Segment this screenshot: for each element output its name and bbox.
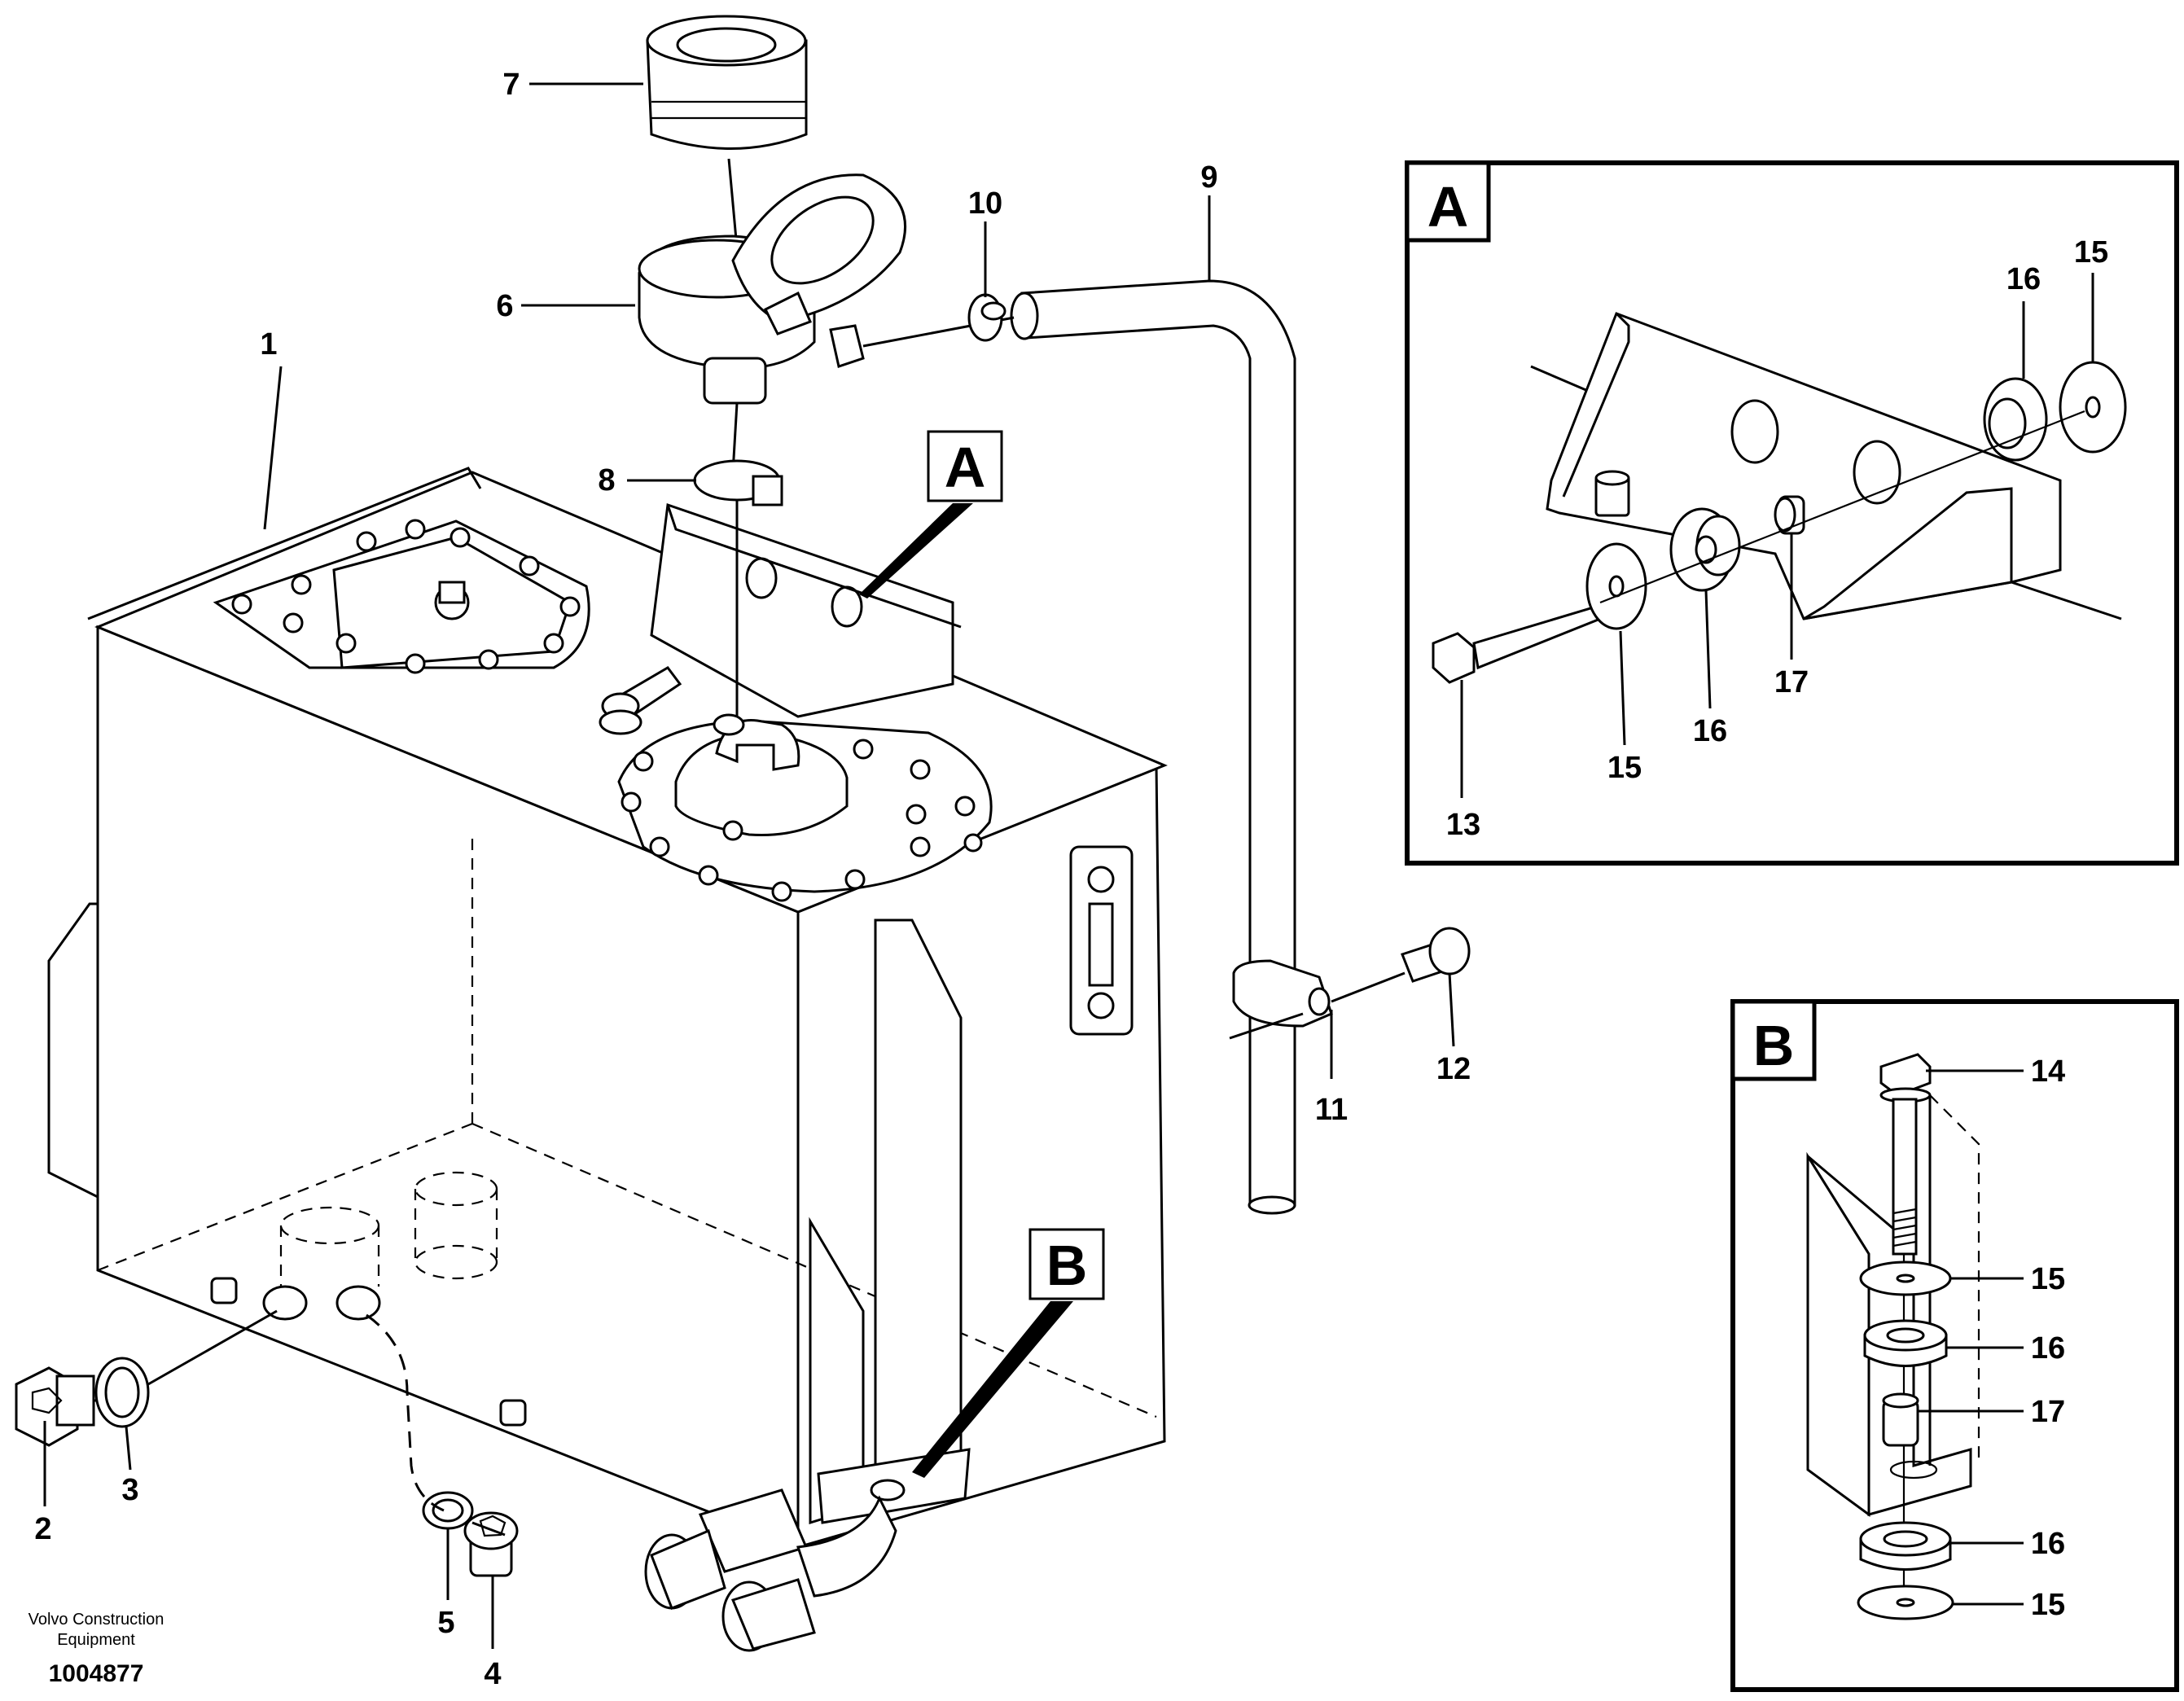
panel-a-callout-15-lower: 15	[1607, 751, 1642, 785]
panel-b-callout-17: 17	[2031, 1395, 2065, 1429]
callout-2: 2	[34, 1512, 51, 1546]
leader-lines	[43, 82, 1455, 1649]
detail-tag-a-main: A	[859, 430, 1003, 598]
panel-a-callout-17: 17	[1774, 665, 1809, 699]
panel-a-callout-13: 13	[1446, 808, 1480, 842]
panel-b-callout-14: 14	[2031, 1054, 2065, 1089]
panel-a-callout-15-upper: 15	[2074, 235, 2108, 270]
panel-b-callout-15-upper: 15	[2031, 1262, 2065, 1296]
detail-panel-b: B	[1730, 999, 2179, 1692]
hydraulic-tank	[47, 467, 1168, 1652]
seal-ring-3	[94, 1357, 150, 1428]
detail-panel-a: A	[1405, 160, 2179, 866]
callout-6: 6	[496, 289, 513, 323]
callout-3: 3	[121, 1473, 138, 1507]
callout-1: 1	[260, 327, 277, 362]
bolt-12	[1401, 927, 1471, 983]
callout-4: 4	[484, 1657, 501, 1691]
breather-hose	[1010, 279, 1296, 1215]
filler-neck	[638, 173, 907, 405]
cover-bolts-right	[621, 739, 976, 902]
panel-b-callout-15-lower: 15	[2031, 1588, 2065, 1622]
panel-a-tag: A	[1427, 175, 1469, 239]
callout-10: 10	[968, 186, 1002, 221]
callout-9: 9	[1200, 160, 1217, 195]
breather-cap	[646, 15, 808, 150]
detail-tag-b-main: B	[912, 1228, 1105, 1478]
panel-b-tag: B	[1753, 1014, 1795, 1077]
cover-bolts-left	[231, 519, 581, 674]
main-callouts: 7 6 1 8 10 9 11 12 2 3 5 4	[34, 68, 1471, 1691]
drain-plug-2	[15, 1366, 95, 1447]
panel-a-callout-16-lower: 16	[1693, 714, 1727, 748]
drain-plug-4	[463, 1511, 519, 1577]
callout-11: 11	[1315, 1093, 1348, 1127]
pipe-clamp	[1229, 959, 1333, 1040]
hose-clamp-8	[693, 459, 783, 506]
panel-b-callout-16-upper: 16	[2031, 1331, 2065, 1366]
panel-b-callout-16-lower: 16	[2031, 1527, 2065, 1561]
footer: Volvo Construction Equipment 1004877	[29, 1611, 164, 1687]
callout-8: 8	[598, 463, 615, 498]
credit-line-1: Volvo Construction	[29, 1611, 164, 1629]
credit-line-2: Equipment	[57, 1631, 135, 1649]
document-number: 1004877	[49, 1660, 144, 1687]
hose-clamp-10	[967, 293, 1006, 342]
detail-tag-b-label: B	[1046, 1234, 1088, 1297]
callout-12: 12	[1436, 1052, 1471, 1086]
detail-tag-a-label: A	[945, 436, 986, 499]
bolt-thread	[1892, 1208, 1917, 1247]
callout-5: 5	[437, 1606, 454, 1640]
seal-ring-5	[422, 1491, 474, 1530]
callout-7: 7	[502, 68, 520, 102]
panel-a-callout-16-upper: 16	[2006, 262, 2041, 296]
pipe-stubs	[644, 1488, 897, 1652]
